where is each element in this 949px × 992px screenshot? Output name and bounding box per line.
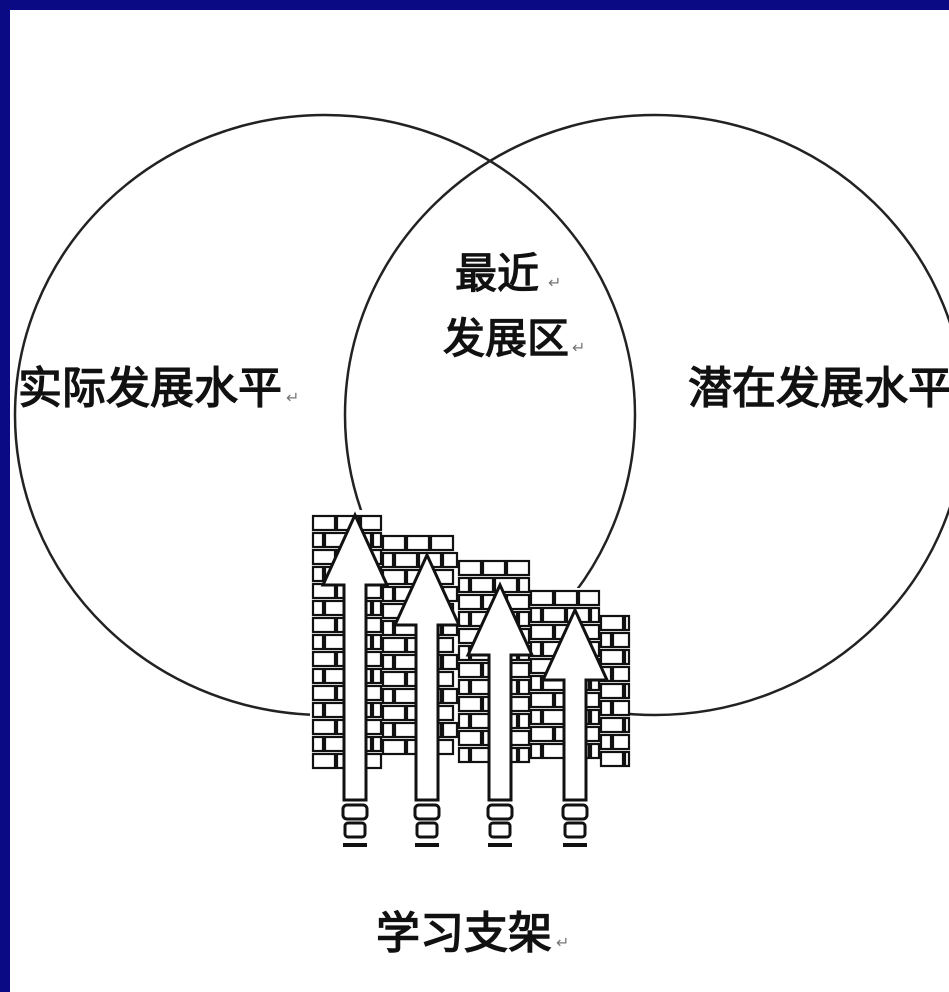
zpd-venn-diagram: 实际发展水平 ↵ 潜在发展水平 最近 ↵ 发展区 ↵ 学习支架 ↵ — [13, 113, 949, 959]
person-icons — [341, 803, 589, 847]
return-mark-icon: ↵ — [572, 338, 585, 357]
potential-level-label: 潜在发展水平 — [688, 363, 949, 414]
zpd-label-line1: 最近 — [455, 249, 539, 298]
diagram-frame: 实际发展水平 ↵ 潜在发展水平 最近 ↵ 发展区 ↵ 学习支架 ↵ — [10, 10, 949, 992]
return-mark-icon: ↵ — [556, 933, 569, 952]
return-mark-icon: ↵ — [548, 273, 561, 292]
zpd-label-line2: 发展区 — [443, 314, 569, 363]
scaffolding-label: 学习支架 — [376, 908, 552, 959]
return-mark-icon: ↵ — [286, 388, 299, 407]
potential-level-circle — [343, 113, 949, 717]
scaffold-brick-icon — [310, 510, 631, 802]
actual-level-label: 实际发展水平 — [18, 363, 282, 414]
